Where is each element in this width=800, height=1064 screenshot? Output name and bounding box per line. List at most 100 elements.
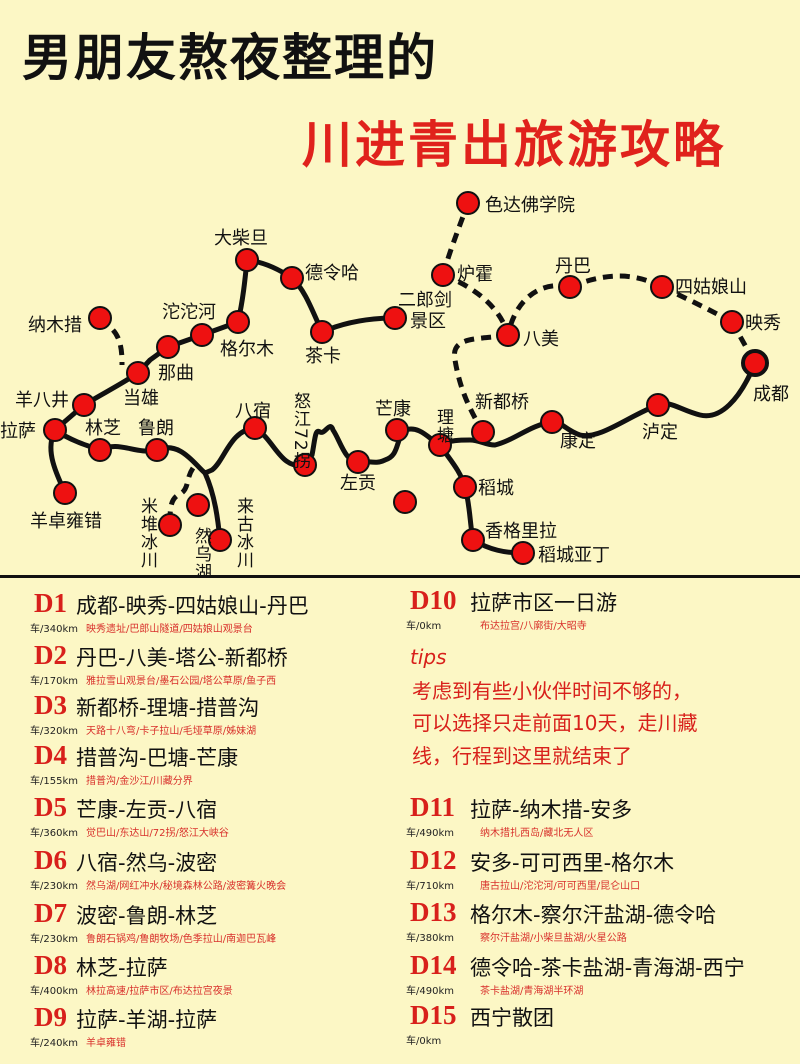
day-number: D8 (34, 950, 67, 980)
map-node-label: 林芝 (85, 418, 121, 439)
day-spots: 鲁朗石锅鸡/鲁朗牧场/色季拉山/南迦巴瓦峰 (86, 934, 277, 945)
day-number: D9 (34, 1002, 67, 1032)
map-node-label: 当雄 (123, 388, 159, 409)
map-node-dot (431, 263, 455, 287)
map-node-dot (346, 450, 370, 474)
map-node-label: 然乌湖 (191, 527, 212, 575)
map-node-dot (53, 481, 77, 505)
map-node-label: 芒康 (375, 399, 411, 420)
map-node-dot (393, 490, 417, 514)
day-distance: 车/380km (406, 933, 454, 944)
day-spots: 然乌湖/网红冲水/秘境森林公路/波密篝火晚会 (86, 881, 287, 892)
map-node-label: 羊八井 (15, 390, 69, 411)
day-distance: 车/230km (30, 881, 78, 892)
map-node-label: 理塘 (433, 408, 454, 444)
day-spots: 唐古拉山/沱沱河/可可西里/昆仑山口 (480, 881, 641, 892)
map-node-dot (158, 513, 182, 537)
day-number: D14 (410, 950, 457, 980)
day-spots: 布达拉宫/八廓街/大昭寺 (480, 621, 587, 632)
day-distance: 车/0km (406, 621, 442, 632)
day-spots: 天路十八弯/卡子拉山/毛垭草原/姊妹湖 (86, 726, 257, 737)
map-node-dot (243, 416, 267, 440)
map-node-dot (43, 418, 67, 442)
map-node-label: 鲁朗 (138, 418, 174, 439)
map-node-label: 格尔木 (220, 339, 274, 360)
map-node-label: 四姑娘山 (675, 277, 747, 298)
map-node-dot (453, 475, 477, 499)
day-route: 成都-映秀-四姑娘山-丹巴 (76, 594, 309, 618)
map-node-dot (310, 320, 334, 344)
day-route: 德令哈-茶卡盐湖-青海湖-西宁 (470, 956, 745, 980)
day-number: D7 (34, 898, 67, 928)
map-node-label: 德令哈 (305, 263, 359, 284)
day-number: D5 (34, 792, 67, 822)
optional-route-line (452, 332, 509, 434)
map-node-label: 来古冰川 (233, 497, 254, 569)
day-spots: 察尔汗盐湖/小柴旦盐湖/火星公路 (480, 933, 627, 944)
day-route: 林芝-拉萨 (76, 956, 168, 980)
map-node-label: 泸定 (642, 422, 678, 443)
day-spots: 措普沟/金沙江/川藏分界 (86, 776, 193, 787)
day-spots: 觉巴山/东达山/72拐/怒江大峡谷 (86, 828, 229, 839)
map-node-dot (496, 323, 520, 347)
map-node-dot (88, 438, 112, 462)
optional-route-line (569, 273, 664, 290)
map-node-label: 左贡 (340, 473, 376, 494)
map-node-dot (72, 393, 96, 417)
day-route: 措普沟-巴塘-芒康 (76, 746, 239, 770)
day-route: 新都桥-理塘-措普沟 (76, 696, 260, 720)
day-number: D13 (410, 897, 457, 927)
tip-text: 线，行程到这里就结束了 (412, 744, 632, 768)
map-node-dot (456, 191, 480, 215)
day-number: D4 (34, 740, 67, 770)
map-node-dot (156, 335, 180, 359)
itinerary-day: D9 拉萨-羊湖-拉萨车/240km 羊卓雍错 (30, 1002, 424, 1052)
day-distance: 车/710km (406, 881, 454, 892)
map-node-label: 稻城 (478, 478, 514, 499)
map-node-label: 茶卡 (305, 346, 341, 367)
day-route: 西宁散团 (470, 1006, 554, 1030)
day-number: D1 (34, 588, 67, 618)
map-node-label: 稻城亚丁 (538, 545, 610, 566)
day-distance: 车/490km (406, 986, 454, 997)
day-spots: 羊卓雍错 (86, 1038, 126, 1049)
map-node-dot (646, 393, 670, 417)
map-node-dot (461, 528, 485, 552)
day-distance: 车/240km (30, 1038, 78, 1049)
map-node-label: 米堆冰川 (137, 497, 158, 569)
map-node-dot (145, 438, 169, 462)
day-number: D3 (34, 690, 67, 720)
tips-label: tips (410, 645, 447, 669)
title-line-1: 男朋友熬夜整理的 (22, 29, 438, 87)
map-node-dot (540, 410, 564, 434)
map-node-label: 康定 (560, 431, 596, 452)
itinerary-day: D13 格尔木-察尔汗盐湖-德令哈车/380km 察尔汗盐湖/小柴旦盐湖/火星公路 (406, 897, 800, 947)
day-route: 丹巴-八美-塔公-新都桥 (76, 646, 288, 670)
map-node-label: 景区 (410, 311, 446, 332)
day-distance: 车/155km (30, 776, 78, 787)
day-route: 格尔木-察尔汗盐湖-德令哈 (470, 903, 717, 927)
route-map: 色达佛学院炉霍二郎剑景区八美丹巴四姑娘山映秀成都泸定康定新都桥理塘芒康稻城香格里… (0, 191, 789, 575)
map-node-dot (88, 306, 112, 330)
day-number: D11 (410, 792, 456, 822)
map-node-dot (126, 361, 150, 385)
map-node-dot (720, 310, 744, 334)
day-number: D10 (410, 585, 457, 615)
day-route: 拉萨-羊湖-拉萨 (76, 1008, 218, 1032)
map-node-label: 二郎剑 (398, 290, 452, 311)
map-node-label: 炉霍 (457, 264, 493, 285)
map-node-dot (741, 349, 769, 377)
day-distance: 车/230km (30, 934, 78, 945)
map-node-label: 八美 (523, 329, 559, 350)
map-node-dot (428, 433, 452, 457)
day-distance: 车/340km (30, 624, 78, 635)
day-distance: 车/400km (30, 986, 78, 997)
map-node-dot (383, 306, 407, 330)
day-distance: 车/320km (30, 726, 78, 737)
map-node-label: 羊卓雍错 (30, 511, 102, 532)
map-node-label: 成都 (753, 384, 789, 405)
day-spots: 纳木措扎西岛/藏北无人区 (480, 828, 594, 839)
